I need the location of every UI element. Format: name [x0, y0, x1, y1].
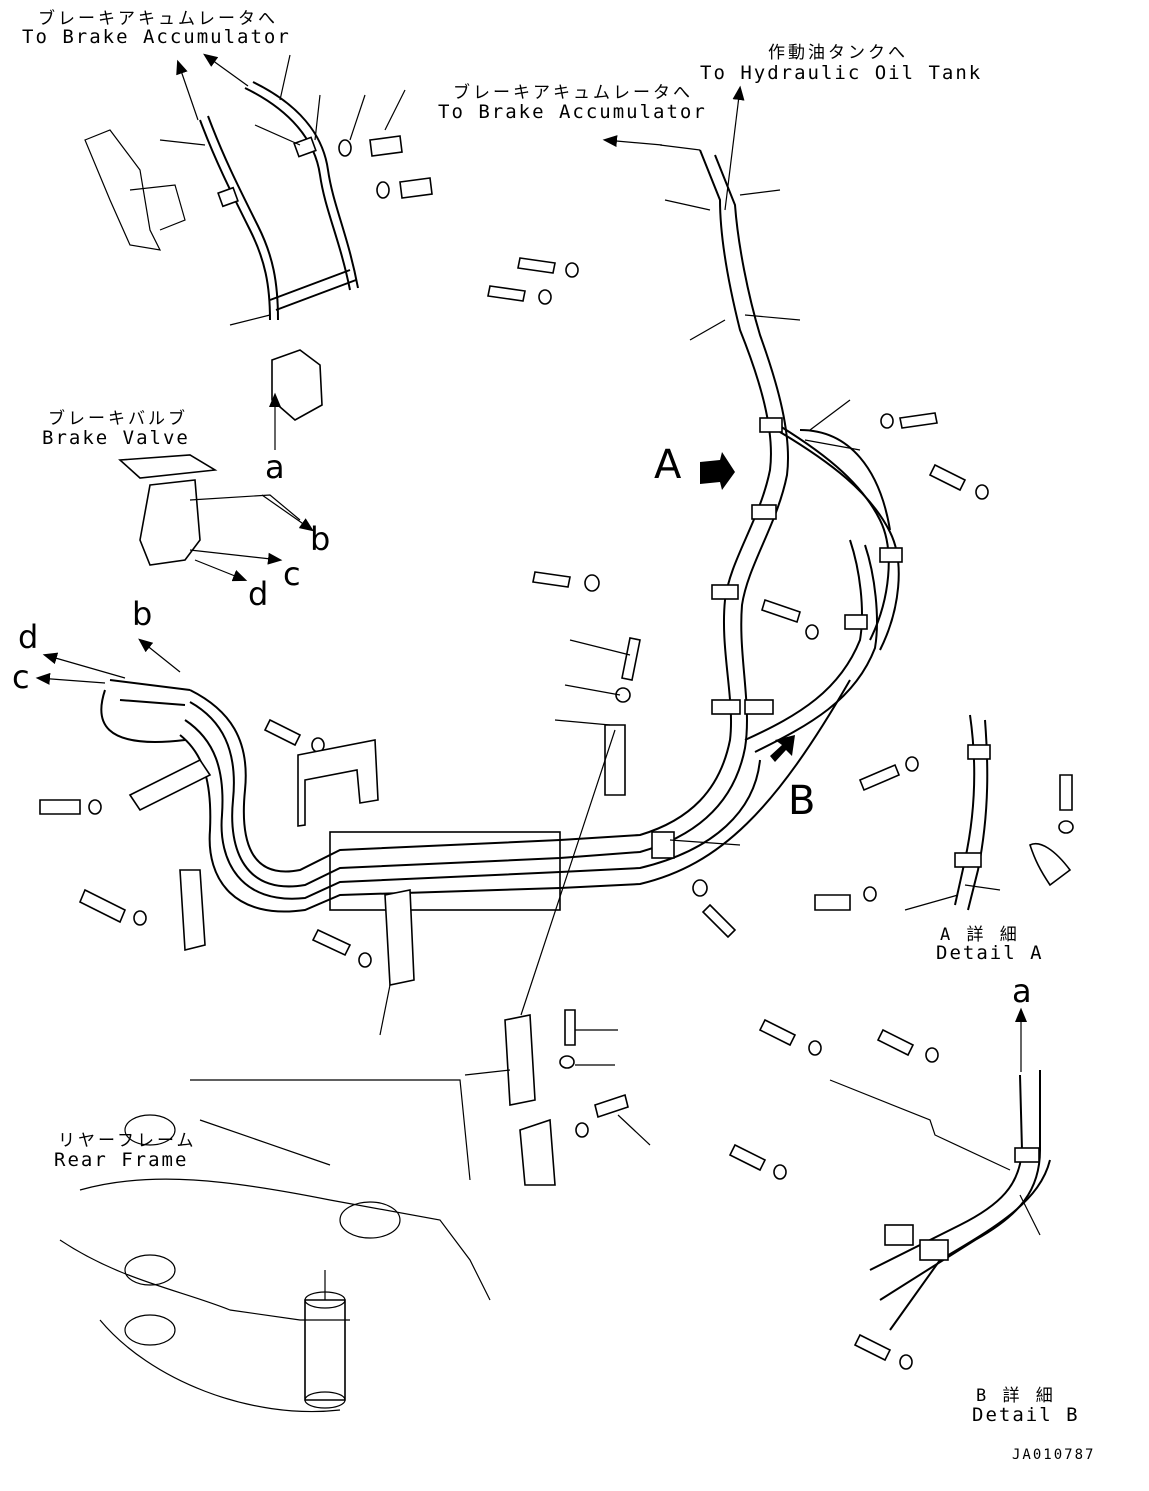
- rear-frame-label-en: Rear Frame: [54, 1149, 189, 1171]
- detail-a-label-en: Detail A: [936, 942, 1044, 964]
- brake-accumulator-label-en-2: To Brake Accumulator: [438, 101, 707, 123]
- brake-valve-block-top: [269, 349, 323, 450]
- view-a-marker: A: [654, 442, 682, 488]
- port-b-left-label: b: [132, 595, 153, 633]
- leader-lines: [159, 54, 1041, 1236]
- brake-valve-label-en: Brake Valve: [42, 427, 190, 449]
- port-c-left-label: c: [12, 658, 30, 696]
- port-c-top-label: c: [283, 555, 301, 593]
- brake-valve-label-jp: ブレーキバルブ: [48, 409, 188, 429]
- left-fittings: [35, 638, 626, 986]
- port-a-top-label: a: [265, 448, 285, 486]
- port-b-top-label: b: [310, 520, 331, 558]
- hydraulic-tank-label-jp: 作動油タンクへ: [768, 43, 908, 63]
- hydraulic-tank-label-en: To Hydraulic Oil Tank: [700, 62, 983, 84]
- brake-valve: [118, 454, 314, 582]
- rear-frame: [59, 1079, 491, 1413]
- detail-a-label-jp: A 詳 細: [940, 925, 1020, 945]
- port-d-top-label: d: [248, 575, 269, 613]
- brake-accumulator-pipes: [84, 53, 433, 321]
- detail-b-label-jp: B 詳 細: [976, 1386, 1056, 1406]
- brake-accumulator-label-jp-2: ブレーキアキュムレータへ: [453, 83, 693, 103]
- port-a-detail-label: a: [1012, 972, 1032, 1010]
- port-d-left-label: d: [18, 618, 39, 656]
- drawing-code: JA010787: [1012, 1447, 1096, 1463]
- view-b-marker: B: [788, 778, 816, 824]
- detail-b-label-en: Detail B: [972, 1404, 1080, 1426]
- brake-accumulator-label-en-1: To Brake Accumulator: [22, 26, 291, 48]
- view-arrows: [700, 452, 795, 762]
- detail-a-drawing: [814, 714, 1074, 911]
- brake-accumulator-label-jp-1: ブレーキアキュムレータへ: [38, 9, 278, 29]
- main-hose-bundle: [179, 85, 903, 913]
- detail-b-drawing: [728, 1007, 1051, 1370]
- rear-frame-label-jp: リヤーフレーム: [58, 1131, 197, 1151]
- middle-bolts: [487, 257, 989, 1186]
